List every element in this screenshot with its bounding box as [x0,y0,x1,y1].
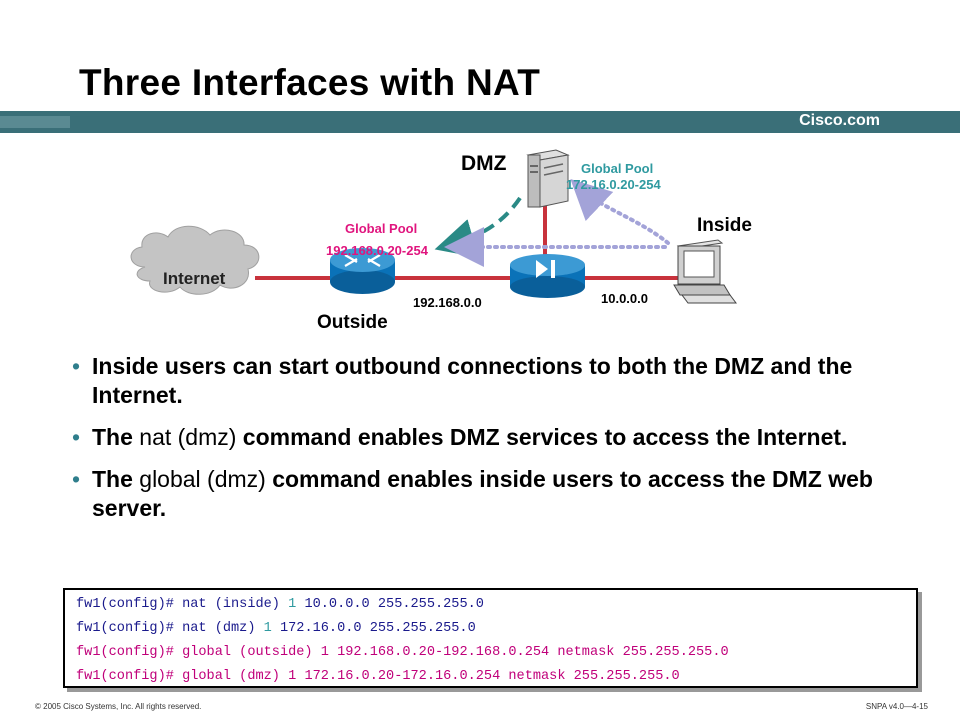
outside-pool-range: 192.168.0.20-254 [326,243,428,258]
dmz-pool-title: Global Pool [581,161,654,176]
copyright-footer: © 2005 Cisco Systems, Inc. All rights re… [35,702,202,711]
inline-command: global (dmz) [139,466,266,492]
code-line: fw1(config)# nat (inside) 1 10.0.0.0 255… [76,597,484,612]
internet-cloud-icon [130,225,260,295]
inside-network-label: 10.0.0.0 [601,291,648,306]
header-bar [0,111,960,133]
inside-pc-icon [673,239,737,304]
code-line: fw1(config)# global (dmz) 1 172.16.0.20-… [76,669,680,684]
bullet-item: •Inside users can start outbound connect… [72,353,853,408]
router-icon [330,248,395,294]
slide-title: Three Interfaces with NAT [79,62,541,103]
course-code-footer: SNPA v4.0—4-15 [865,702,928,711]
bullet-item: •The global (dmz) command enables inside… [72,466,873,521]
dmz-server-icon [526,149,570,208]
config-code-box: fw1(config)# nat (inside) 1 10.0.0.0 255… [63,588,918,688]
bullet-list: •Inside users can start outbound connect… [70,352,920,536]
dmz-label: DMZ [461,152,507,175]
outside-label: Outside [317,312,388,333]
inside-to-dmz-arrow [570,179,670,245]
diagram-canvas [130,149,737,304]
firewall-icon [510,254,585,298]
outside-pool-title: Global Pool [345,221,418,236]
brand-label[interactable]: Cisco.com [799,112,880,129]
internet-label: Internet [163,269,226,288]
dmz-pool-range: 172.16.0.20-254 [566,177,661,192]
bullet-dot: • [72,466,81,492]
bullet-dot: • [72,353,81,379]
network-diagram: DMZ Inside Outside Internet Global Pool … [0,135,960,350]
outside-network-label: 192.168.0.0 [413,295,482,310]
inside-label: Inside [697,215,752,236]
inline-command: nat (dmz) [139,424,237,450]
dmz-to-outside-arrow [434,196,522,258]
code-line: fw1(config)# global (outside) 1 192.168.… [76,645,729,660]
code-line: fw1(config)# nat (dmz) 1 172.16.0.0 255.… [76,621,476,636]
bullet-dot: • [72,424,81,450]
bullet-item: •The nat (dmz) command enables DMZ servi… [72,424,848,450]
header-bar-accent [0,116,70,128]
